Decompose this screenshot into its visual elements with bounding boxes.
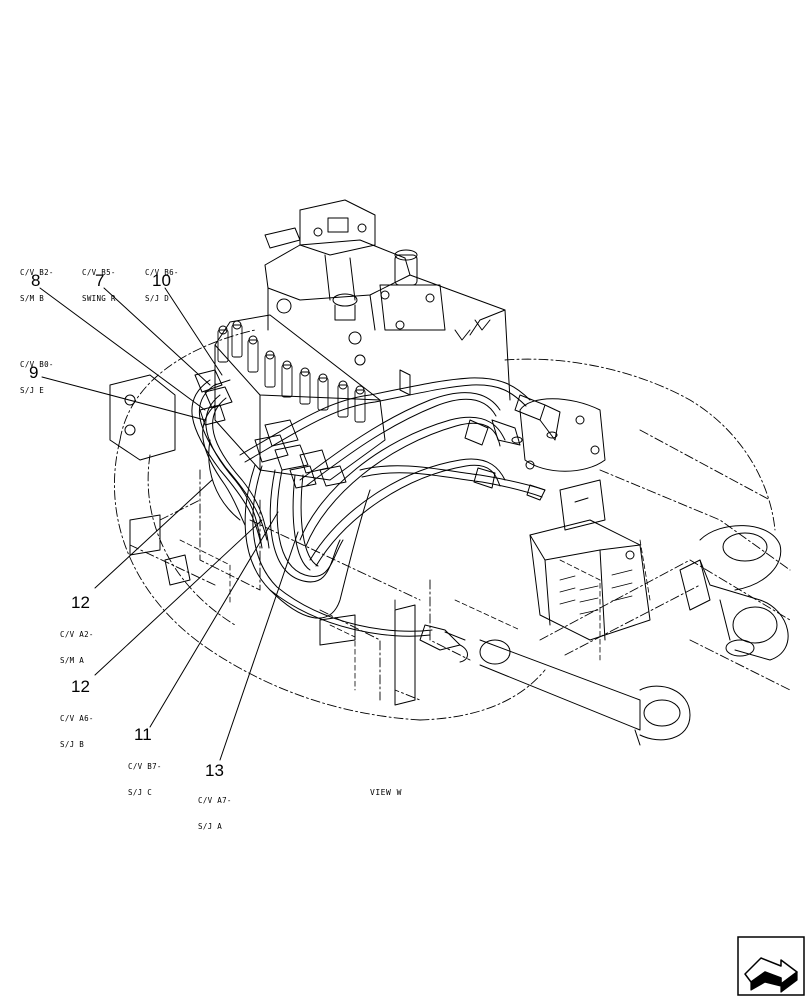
- callout-code-line-2: S/J E: [20, 385, 45, 395]
- callout-code-13: C/V A7- S/J A: [198, 780, 232, 840]
- callout-code-line-2: S/J B: [60, 739, 85, 749]
- callout-code-line-2: S/M B: [20, 293, 45, 303]
- callout-code-line-1: C/V B6-: [145, 268, 179, 277]
- swing-frame: [114, 329, 791, 721]
- callout-number-12-b: 12: [71, 677, 90, 696]
- callout-code-line-1: C/V A2-: [60, 630, 94, 639]
- callout-code-12-b: C/V A6- S/J B: [60, 698, 94, 758]
- leader-lines: [39, 287, 299, 761]
- callout-number-9: 9: [29, 363, 39, 382]
- callout-number-7: 7: [95, 271, 105, 290]
- callout-number-11: 11: [134, 725, 152, 744]
- callout-code-line-2: SWING R: [82, 293, 116, 303]
- callout-code-line-2: S/J C: [128, 787, 153, 797]
- swing-cylinder: [479, 525, 789, 746]
- callout-code-line-2: S/M A: [60, 655, 85, 665]
- view-label: VIEW W: [370, 788, 402, 797]
- callout-code-11: C/V B7- S/J C: [128, 746, 162, 806]
- callout-number-10: 10: [152, 271, 171, 290]
- control-valve-bank: [214, 314, 386, 481]
- callout-number-8: 8: [31, 271, 41, 290]
- callout-code-10: C/V B6- S/J D: [145, 252, 179, 312]
- next-page-arrow-icon[interactable]: [737, 936, 805, 996]
- hydraulic-tank: [529, 519, 651, 641]
- callout-number-12: 12: [71, 593, 90, 612]
- callout-code-line-1: C/V A7-: [198, 796, 232, 805]
- callout-number-13: 13: [205, 761, 224, 780]
- pump-block: [264, 199, 511, 401]
- callout-code-line-2: S/J A: [198, 821, 223, 831]
- callout-code-8: C/V B2- S/M B: [20, 252, 54, 312]
- callout-code-line-1: C/V B7-: [128, 762, 162, 771]
- callout-code-line-1: C/V B2-: [20, 268, 54, 277]
- hydraulic-hoses: [191, 369, 561, 663]
- callout-code-12: C/V A2- S/M A: [60, 614, 94, 674]
- callout-code-line-1: C/V A6-: [60, 714, 94, 723]
- callout-code-line-2: S/J D: [145, 293, 170, 303]
- callout-code-line-1: C/V B0-: [20, 360, 54, 369]
- callout-code-9: C/V B0- S/J E: [20, 344, 54, 404]
- callout-code-7: C/V B5- SWING R: [82, 252, 116, 312]
- swing-motor: [519, 398, 606, 531]
- callout-code-line-1: C/V B5-: [82, 268, 116, 277]
- left-bracket: [109, 374, 416, 706]
